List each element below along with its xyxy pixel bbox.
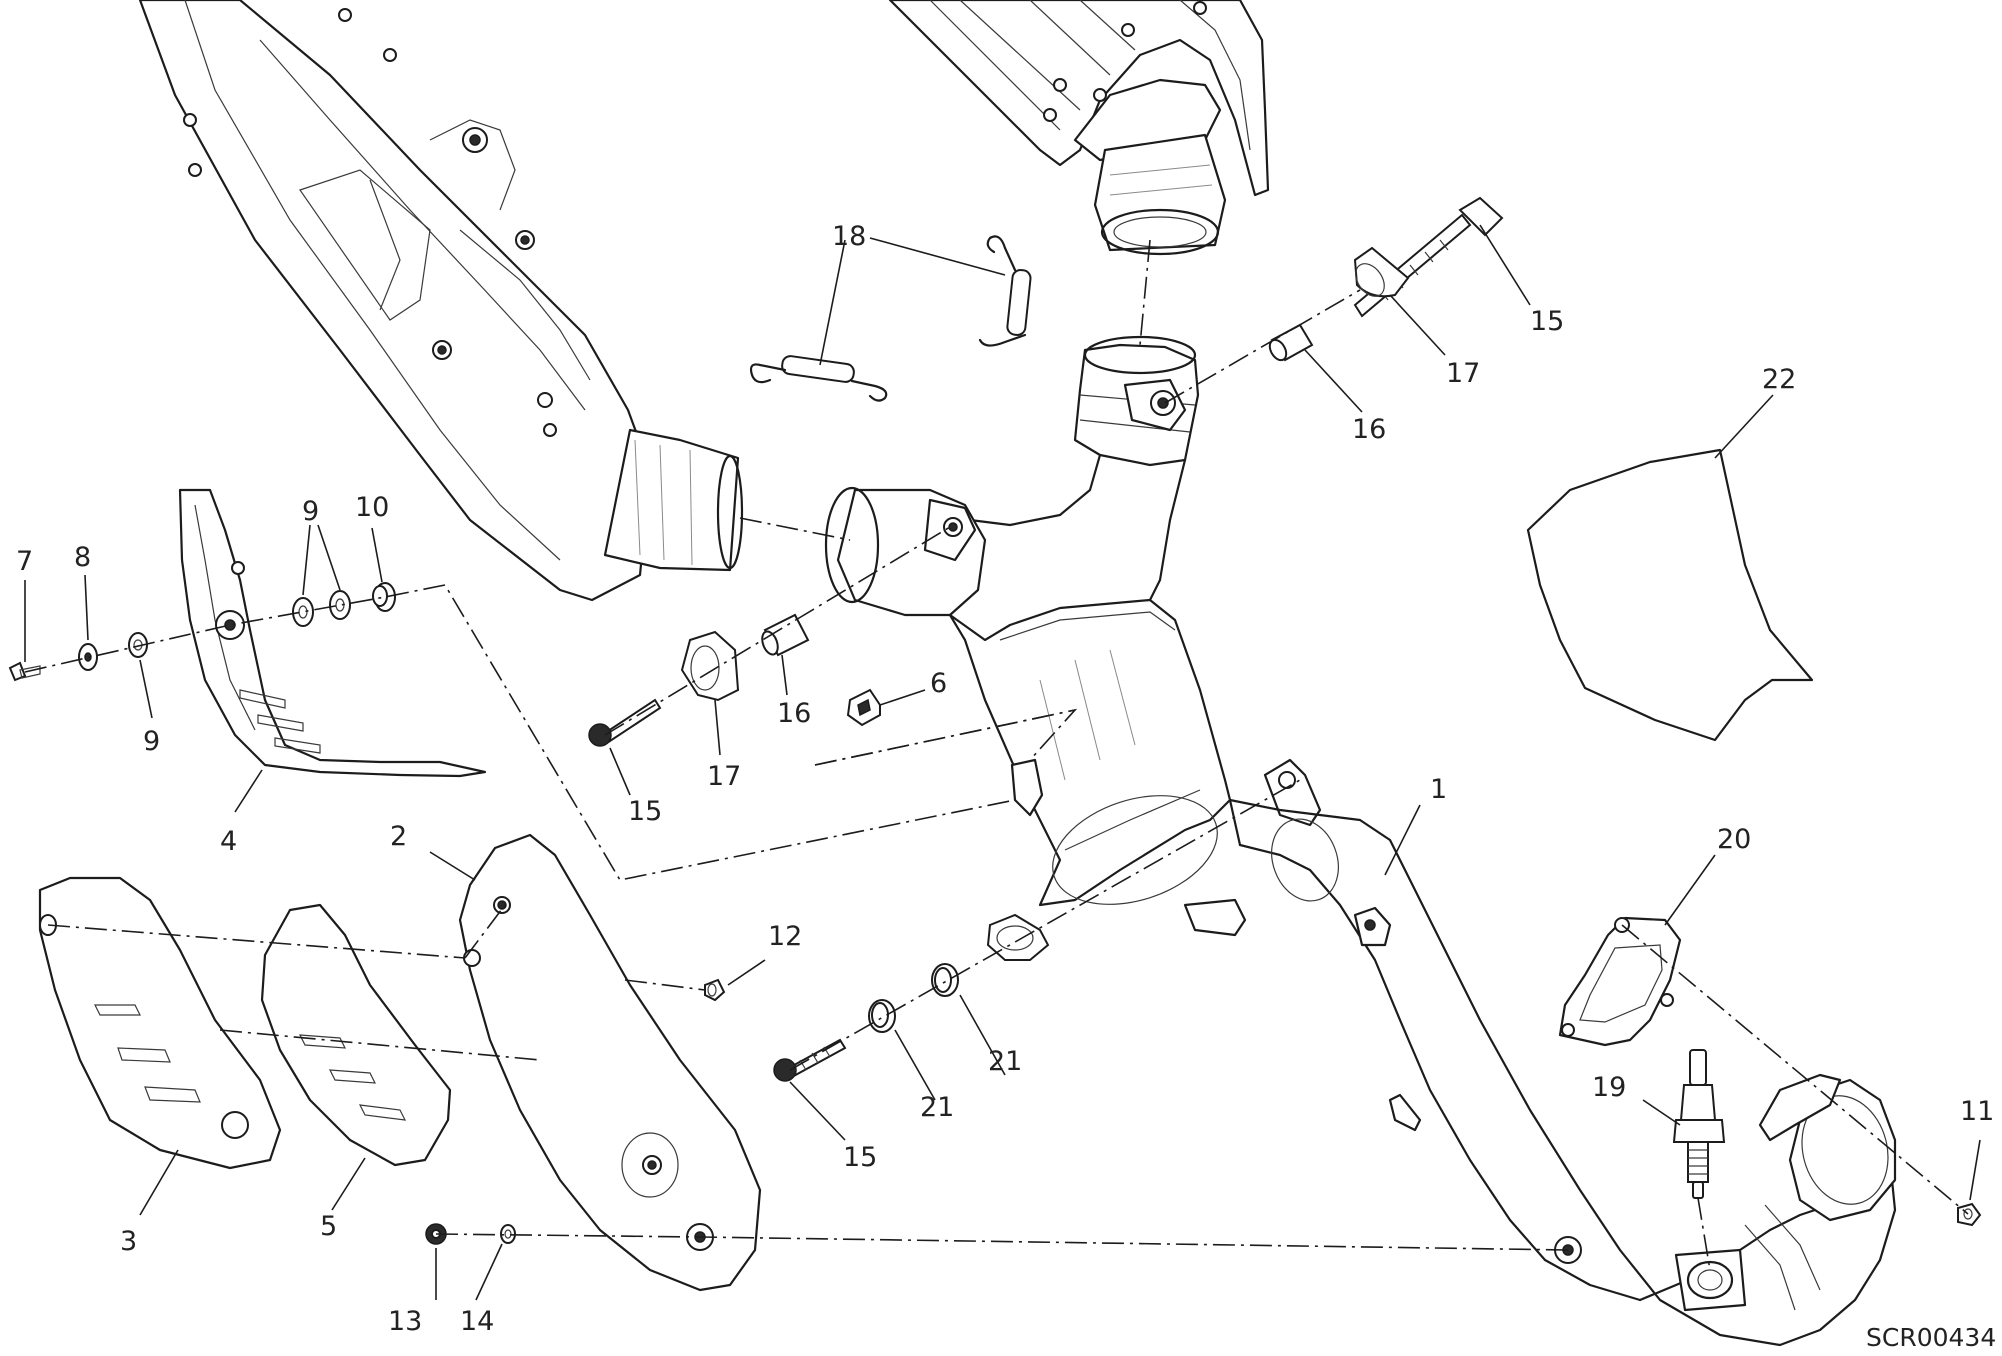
callout-9b: 9 xyxy=(302,496,319,527)
assembly-axes xyxy=(24,239,1969,1271)
callout-7: 7 xyxy=(16,546,33,577)
callout-20: 20 xyxy=(1717,824,1751,855)
spring-18 xyxy=(749,235,1032,402)
callout-16a: 16 xyxy=(1352,414,1386,445)
heat-shield-5 xyxy=(260,903,452,1167)
nut-11 xyxy=(1957,1202,1982,1227)
heat-shield-4 xyxy=(178,488,487,778)
callout-9a: 9 xyxy=(143,726,160,757)
nut-12 xyxy=(704,978,726,1002)
callout-16b: 16 xyxy=(777,698,811,729)
callout-17a: 17 xyxy=(1446,358,1480,389)
callout-6: 6 xyxy=(930,668,947,699)
callout-15a: 15 xyxy=(1530,306,1564,337)
callout-13: 13 xyxy=(388,1306,422,1337)
exhaust-header-1 xyxy=(824,335,1897,1347)
cover-22 xyxy=(1526,448,1814,742)
muffler-center xyxy=(888,0,1270,256)
callout-18: 18 xyxy=(832,221,866,252)
callout-1: 1 xyxy=(1430,774,1447,805)
callout-17b: 17 xyxy=(707,761,741,792)
callout-14: 14 xyxy=(460,1306,494,1337)
callout-labels: 1 2 3 4 5 6 7 8 9 9 10 11 12 13 14 15 15… xyxy=(16,221,1994,1337)
callout-8: 8 xyxy=(74,542,91,573)
callout-21b: 21 xyxy=(920,1092,954,1123)
heat-shield-2 xyxy=(458,833,762,1292)
callout-10: 10 xyxy=(355,492,389,523)
callout-3: 3 xyxy=(120,1226,137,1257)
callout-15b: 15 xyxy=(628,796,662,827)
callout-11: 11 xyxy=(1960,1096,1994,1127)
fastener-stack-left xyxy=(8,582,396,682)
fastener-stack-lower-center xyxy=(773,913,1050,1082)
callout-5: 5 xyxy=(320,1211,337,1242)
callout-4: 4 xyxy=(220,826,237,857)
callout-19: 19 xyxy=(1592,1072,1626,1103)
muffler-left xyxy=(138,0,744,602)
callout-15c: 15 xyxy=(843,1142,877,1173)
fastener-stack-mid-left xyxy=(588,613,810,747)
callout-21a: 21 xyxy=(988,1046,1022,1077)
gasket-20 xyxy=(1558,916,1682,1047)
lambda-sensor-19 xyxy=(1672,1049,1726,1199)
drawing-code: SCR00434 xyxy=(1866,1323,1996,1352)
callout-leaders xyxy=(24,224,1981,1301)
callout-2: 2 xyxy=(390,821,407,852)
fastener-stack-top-right xyxy=(1268,196,1504,362)
callout-22: 22 xyxy=(1762,364,1796,395)
heat-shield-3 xyxy=(38,876,282,1170)
callout-12: 12 xyxy=(768,921,802,952)
clip-6 xyxy=(846,688,881,727)
